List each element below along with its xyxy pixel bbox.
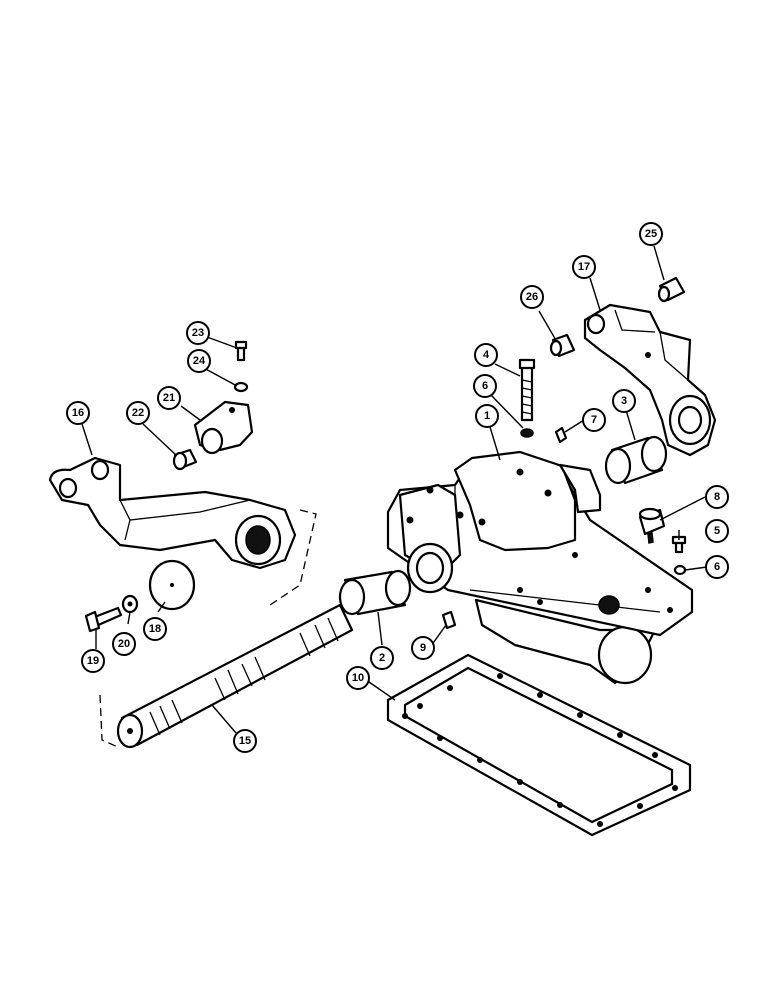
- callout-label: 1: [484, 410, 490, 422]
- callout-6-washer-lower: 6: [705, 555, 729, 579]
- gasket-part: [386, 653, 692, 837]
- callout-label: 18: [149, 623, 161, 635]
- callout-20: 20: [112, 632, 136, 656]
- callout-22: 22: [126, 401, 150, 425]
- callout-9: 9: [411, 636, 435, 660]
- grease-fitting-part: [554, 426, 568, 444]
- callout-5: 5: [705, 519, 729, 543]
- callout-16: 16: [66, 401, 90, 425]
- washer-part-6b: [673, 564, 687, 576]
- callout-15: 15: [233, 729, 257, 753]
- callout-label: 2: [379, 652, 385, 664]
- thrust-washer-part: [148, 559, 196, 611]
- callout-label: 25: [645, 228, 657, 240]
- bolt-part-4: [518, 358, 536, 422]
- lock-washer-part-20: [121, 594, 139, 614]
- callout-23: 23: [186, 321, 210, 345]
- callout-25: 25: [639, 222, 663, 246]
- callout-24: 24: [187, 349, 211, 373]
- callout-label: 17: [578, 261, 590, 273]
- check-chain-bracket-part: [193, 400, 254, 455]
- right-lift-arm-part: [583, 303, 717, 457]
- callout-label: 4: [483, 349, 490, 361]
- callout-label: 15: [239, 735, 251, 747]
- callout-label: 23: [192, 327, 204, 339]
- bushing-part-right: [604, 435, 668, 485]
- callout-label: 6: [482, 380, 488, 392]
- callout-1: 1: [475, 404, 499, 428]
- callout-label: 7: [591, 414, 597, 426]
- leader-lines: [81, 245, 708, 734]
- plug-part-26: [549, 333, 576, 358]
- callout-label: 24: [193, 355, 206, 367]
- lift-housing-part: [386, 450, 694, 685]
- plug-part-25: [657, 276, 686, 303]
- callout-label: 26: [526, 291, 538, 303]
- callout-label: 3: [621, 395, 627, 407]
- callout-label: 19: [87, 655, 99, 667]
- bolt-part-19: [84, 606, 123, 633]
- bumper-part: [638, 507, 666, 544]
- callout-label: 5: [714, 525, 720, 537]
- callout-label: 9: [420, 642, 426, 654]
- callout-18: 18: [143, 617, 167, 641]
- bracket-bushing-part: [172, 448, 198, 471]
- bolt-part-5: [671, 535, 687, 554]
- pin-part: [441, 610, 457, 630]
- callout-8: 8: [705, 485, 729, 509]
- callout-21: 21: [157, 386, 181, 410]
- callout-label: 22: [132, 407, 144, 419]
- bolt-part-23: [234, 340, 248, 362]
- callout-3: 3: [612, 389, 636, 413]
- washer-part-6a: [520, 428, 534, 438]
- callout-2: 2: [370, 646, 394, 670]
- callout-label: 8: [714, 491, 720, 503]
- callout-17: 17: [572, 255, 596, 279]
- callout-label: 6: [714, 561, 720, 573]
- cross-shaft-part: [99, 509, 354, 749]
- callout-19: 19: [81, 649, 105, 673]
- callout-label: 10: [352, 672, 364, 684]
- callout-7: 7: [582, 408, 606, 432]
- callout-6-washer: 6: [473, 374, 497, 398]
- callout-26: 26: [520, 285, 544, 309]
- callout-10: 10: [346, 666, 370, 690]
- callout-4: 4: [474, 343, 498, 367]
- washer-part-24: [233, 381, 249, 393]
- callout-label: 20: [118, 638, 130, 650]
- left-lift-arm-part: [48, 456, 297, 570]
- bushing-part-left: [338, 569, 412, 616]
- callout-label: 21: [163, 392, 175, 404]
- callout-label: 16: [72, 407, 84, 419]
